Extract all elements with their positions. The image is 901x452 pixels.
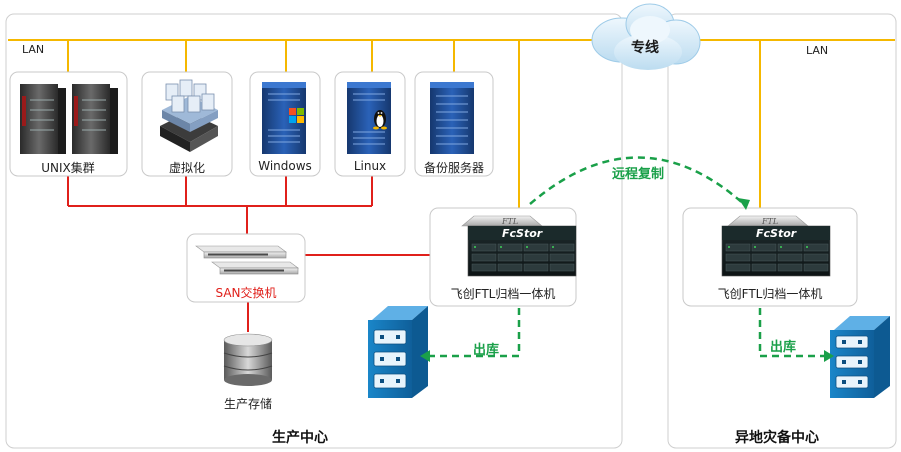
unix-cluster-label: UNIX集群 (41, 161, 95, 175)
tape-cabinet-icon (830, 316, 890, 398)
dr-center-title: 异地灾备中心 (735, 430, 819, 446)
ftl-remote-label: 飞创FTL归档一体机 (717, 287, 823, 301)
cloud-icon (591, 3, 701, 70)
san-switch-label: SAN交换机 (215, 286, 277, 300)
virtualization-stack-icon (160, 79, 218, 152)
ftl-appliance-icon (461, 215, 577, 277)
dedicated-line-label: 专线 (631, 40, 659, 56)
database-storage-icon (223, 333, 273, 386)
linux-server-icon (347, 82, 391, 154)
lan-label-left: LAN (22, 43, 45, 56)
virtualization-label: 虚拟化 (168, 161, 206, 175)
checkout-remote-label: 出库 (770, 340, 797, 355)
replication-arrows (428, 156, 826, 358)
brand-label-remote: FcStor (756, 227, 797, 240)
checkout-main-label: 出库 (473, 343, 500, 358)
backup-server-icon (430, 82, 474, 154)
windows-server-icon (262, 82, 306, 154)
tape-cabinet-icon (368, 306, 428, 398)
san-lines (67, 176, 430, 332)
remote-replication-label: 远程复制 (612, 167, 665, 182)
windows-label: Windows (258, 159, 312, 173)
ftl-main-label: 飞创FTL归档一体机 (450, 287, 556, 301)
production-center-title: 生产中心 (272, 430, 328, 446)
backup-server-label: 备份服务器 (423, 161, 485, 175)
unix-server-icon (20, 84, 118, 154)
ftl-appliance-icon (721, 215, 831, 277)
production-storage-label: 生产存储 (223, 397, 273, 411)
lan-drops (67, 40, 761, 208)
arrow-heads (420, 198, 834, 362)
network-switch-icon (195, 245, 299, 275)
ftl-badge-remote: FTL (761, 217, 778, 226)
lan-label-right: LAN (806, 44, 829, 57)
brand-label-main: FcStor (502, 227, 543, 240)
ftl-badge-main: FTL (501, 217, 518, 226)
linux-label: Linux (353, 159, 387, 173)
